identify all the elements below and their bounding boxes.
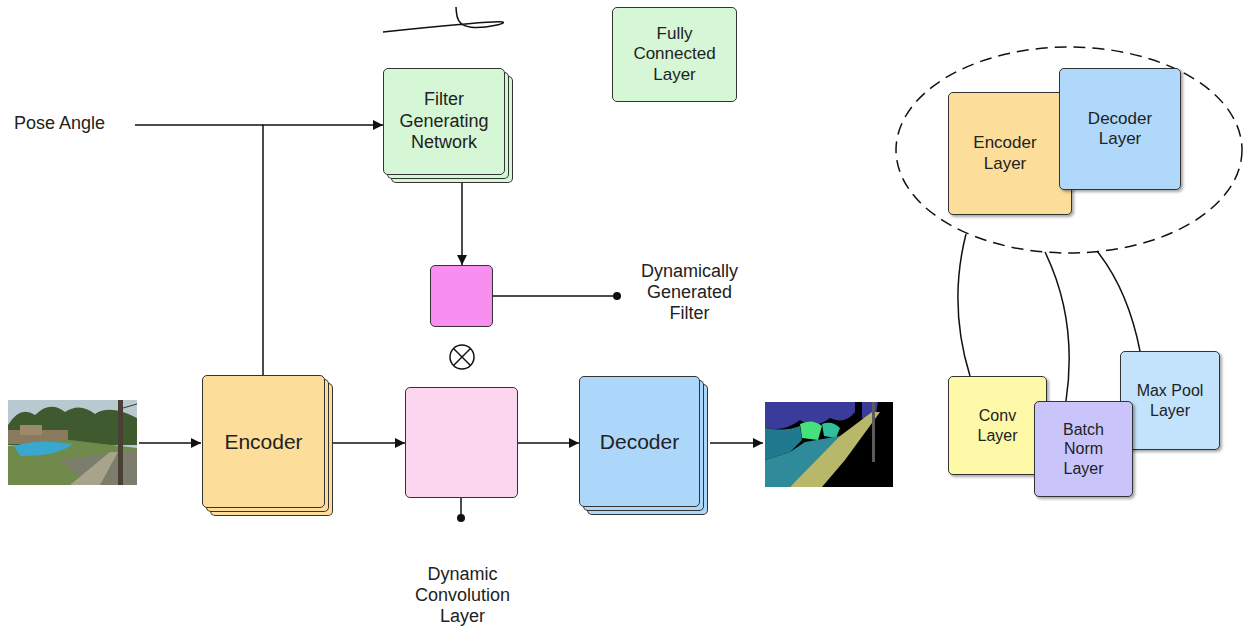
network-box: Filter Generating Network [383, 68, 505, 175]
node-label: Encoder Layer [965, 133, 1045, 174]
segmentation-output [765, 402, 893, 487]
connector-arrow [518, 442, 579, 444]
connector-arrow [333, 442, 405, 444]
leader-line [1045, 252, 1069, 401]
leader-line [1097, 251, 1140, 351]
layer-box: Encoder Layer [948, 92, 1072, 215]
leader-line [493, 292, 621, 300]
node-heading: Dynamic Convolution Layer [392, 564, 533, 627]
convolution-box: Dynamic Convolution Layer [405, 387, 518, 498]
layer-box: Decoder Layer [1059, 68, 1181, 190]
output-arrow [710, 442, 763, 444]
node-heading: Dynamically Generated Filter [627, 261, 752, 324]
node-label: Encoder [224, 429, 302, 454]
convolution-operator [450, 345, 474, 369]
layer-box: Max Pool Layer [1120, 351, 1220, 450]
node-label: Conv Layer [968, 406, 1028, 444]
node-label: Fully Connected Layer [627, 24, 722, 85]
node-label: Decoder Layer [1080, 109, 1160, 150]
decoder-box: Decoder [579, 376, 700, 507]
connector-line [383, 7, 503, 32]
layer-box: Conv Layer [948, 376, 1047, 475]
connector-arrow [263, 125, 383, 375]
leader-line [958, 234, 970, 376]
leader-line [457, 498, 465, 522]
connector-arrow [461, 183, 463, 265]
node-label: Decoder [600, 429, 679, 454]
node-label: Filter Generating Network [394, 89, 494, 154]
node-label: Max Pool Layer [1135, 381, 1205, 419]
input-line [135, 124, 263, 126]
input-image [8, 400, 137, 485]
filter-box: Dynamically Generated Filter [430, 265, 493, 327]
layer-box: Batch Norm Layer [1034, 401, 1133, 497]
input-label: Pose Angle [14, 113, 105, 134]
encoder-box: Encoder [202, 375, 325, 508]
layer-box: Fully Connected Layer [612, 7, 737, 102]
node-label: Batch Norm Layer [1054, 420, 1114, 478]
input-arrow [139, 442, 201, 444]
group-ellipse [896, 47, 1242, 253]
